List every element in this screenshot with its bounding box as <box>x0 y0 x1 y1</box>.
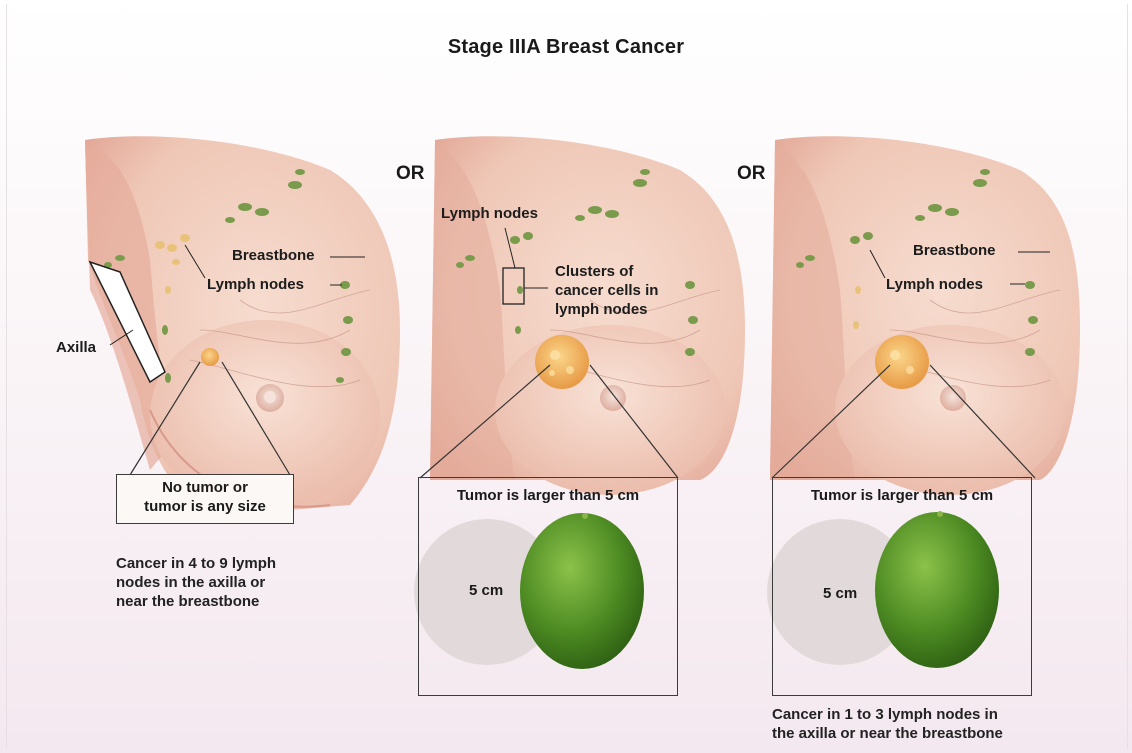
or-separator-1: OR <box>396 163 425 185</box>
breastbone-label: Breastbone <box>913 242 996 260</box>
caption-line: near the breastbone <box>116 592 276 611</box>
torso-3 <box>770 136 1080 495</box>
tumor-comparison-box: Tumor is larger than 5 cm 5 cm <box>418 477 678 696</box>
lymph-nodes-label: Lymph nodes <box>207 276 304 294</box>
or-separator-2: OR <box>737 163 766 185</box>
clusters-label: Clusters of cancer cells in lymph nodes <box>555 262 658 319</box>
clusters-line: cancer cells in <box>555 281 658 300</box>
box-heading: Tumor is larger than 5 cm <box>773 486 1031 505</box>
tumor-comparison-box: Tumor is larger than 5 cm 5 cm <box>772 477 1032 696</box>
tumor-box-line2: tumor is any size <box>117 497 293 516</box>
tumor-box-line1: No tumor or <box>117 478 293 497</box>
caption-line: Cancer in 4 to 9 lymph <box>116 554 276 573</box>
scale-label: 5 cm <box>469 581 503 600</box>
caption-line: nodes in the axilla or <box>116 573 276 592</box>
panel1-caption: Cancer in 4 to 9 lymph nodes in the axil… <box>116 554 276 611</box>
box-heading: Tumor is larger than 5 cm <box>419 486 677 505</box>
breastbone-label: Breastbone <box>232 247 315 265</box>
panel3-caption: Cancer in 1 to 3 lymph nodes in the axil… <box>772 705 1003 743</box>
lymph-nodes-label: Lymph nodes <box>886 276 983 294</box>
clusters-line: Clusters of <box>555 262 658 281</box>
tumor-size-box: No tumor or tumor is any size <box>116 474 294 524</box>
scale-label: 5 cm <box>823 584 857 603</box>
axilla-label: Axilla <box>56 339 96 357</box>
clusters-line: lymph nodes <box>555 300 658 319</box>
caption-line: Cancer in 1 to 3 lymph nodes in <box>772 705 1003 724</box>
lymph-nodes-label: Lymph nodes <box>441 205 538 223</box>
caption-line: the axilla or near the breastbone <box>772 724 1003 743</box>
